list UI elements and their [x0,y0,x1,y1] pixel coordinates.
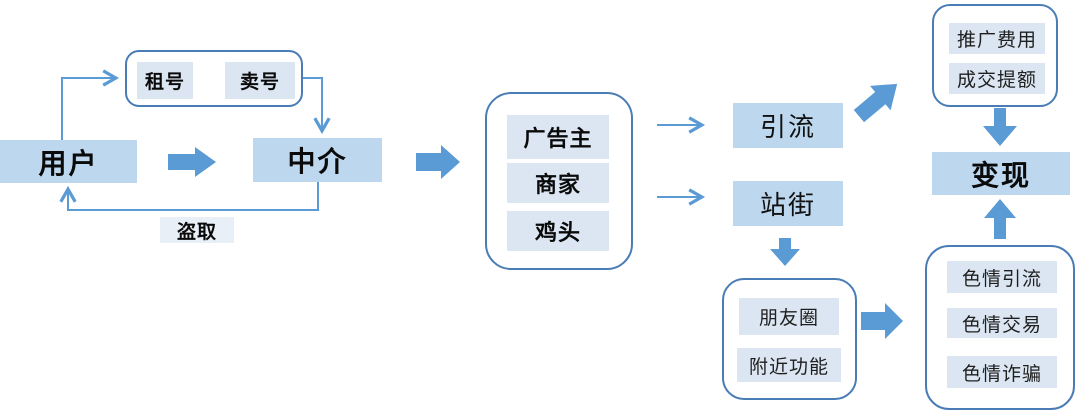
node-porn-fraud: 色情诈骗 [947,356,1057,388]
node-advertiser: 广告主 [507,115,609,159]
node-steal-label: 盗取 [160,217,234,243]
node-intermediary: 中介 [253,138,382,182]
container-social: 朋友圈 附近功能 [722,278,857,400]
node-merchant: 商家 [507,163,609,203]
block-arrow-porn-to-monetize [984,199,1016,239]
container-promo: 推广费用 成交提额 [932,4,1058,107]
block-arrow-social-to-porn [861,303,903,339]
node-porn-traffic: 色情引流 [947,261,1057,293]
block-arrow-promo-to-monetize [983,108,1017,146]
node-deal-raise: 成交提额 [949,63,1045,94]
node-monetize: 变现 [932,152,1070,195]
node-nearby-function: 附近功能 [737,348,841,382]
node-porn-trade: 色情交易 [947,308,1057,338]
node-user: 用户 [0,140,137,183]
arrow-intermediary-loop-to-user [59,182,319,211]
container-porn: 色情引流 色情交易 色情诈骗 [925,245,1075,410]
node-rent-account: 租号 [137,62,193,99]
arrow-user-to-rentsell [61,69,120,140]
block-arrow-street-to-social [770,238,800,266]
container-roles: 广告主 商家 鸡头 [485,92,633,270]
node-moments: 朋友圈 [739,298,839,335]
node-promo-fee: 推广费用 [949,23,1045,54]
node-traffic-diversion: 引流 [733,103,843,148]
block-arrow-user-to-intermediary [168,147,216,177]
block-arrow-intermediary-to-roles [416,145,460,179]
node-sell-account: 卖号 [225,62,295,99]
node-street-standing: 站街 [733,181,843,226]
node-pimp: 鸡头 [507,211,609,251]
arrow-rentsell-to-intermediary [303,77,331,135]
container-rent-sell: 租号 卖号 [125,50,303,107]
block-arrow-traffic-to-promo [849,72,908,129]
